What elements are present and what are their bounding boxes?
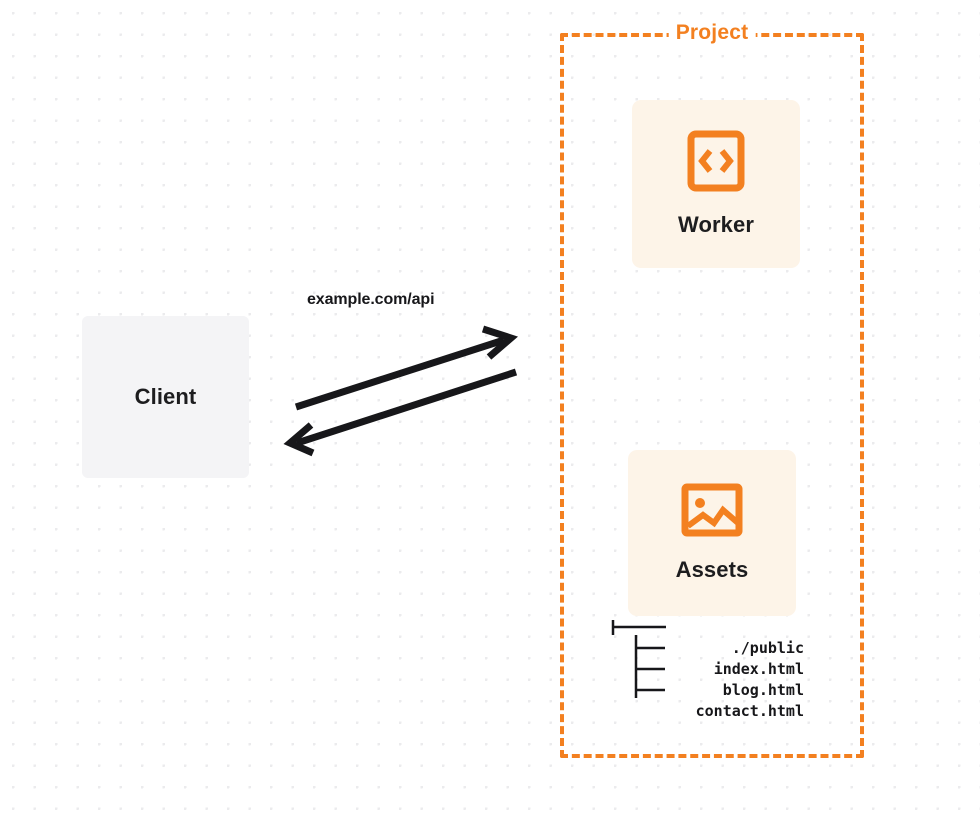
code-brackets-icon: [687, 130, 745, 192]
assets-card-label: Assets: [675, 557, 749, 582]
worker-card-label: Worker: [678, 212, 754, 237]
assets-file-tree: ./public index.html blog.html contact.ht…: [604, 617, 804, 720]
tree-item-name: index.html: [713, 660, 804, 678]
edge-label-request: example.com/api: [307, 291, 435, 308]
tree-item-name: ./public: [731, 639, 804, 657]
tree-item-name: contact.html: [695, 702, 804, 720]
project-group-title: Project: [668, 21, 756, 45]
client-node: Client: [82, 316, 249, 478]
project-group: Project: [560, 21, 864, 758]
tree-item-name: blog.html: [722, 681, 804, 699]
request-arrow: [294, 325, 519, 411]
response-arrow: [283, 368, 518, 457]
client-node-label: Client: [134, 384, 197, 409]
tree-row: contact.html: [604, 680, 804, 720]
tree-row: ./public: [604, 617, 804, 657]
tree-row: index.html: [604, 638, 804, 678]
tree-row: blog.html: [604, 659, 804, 699]
image-picture-icon: [681, 483, 743, 537]
assets-card: Assets: [628, 450, 796, 616]
worker-card: Worker: [632, 100, 800, 268]
